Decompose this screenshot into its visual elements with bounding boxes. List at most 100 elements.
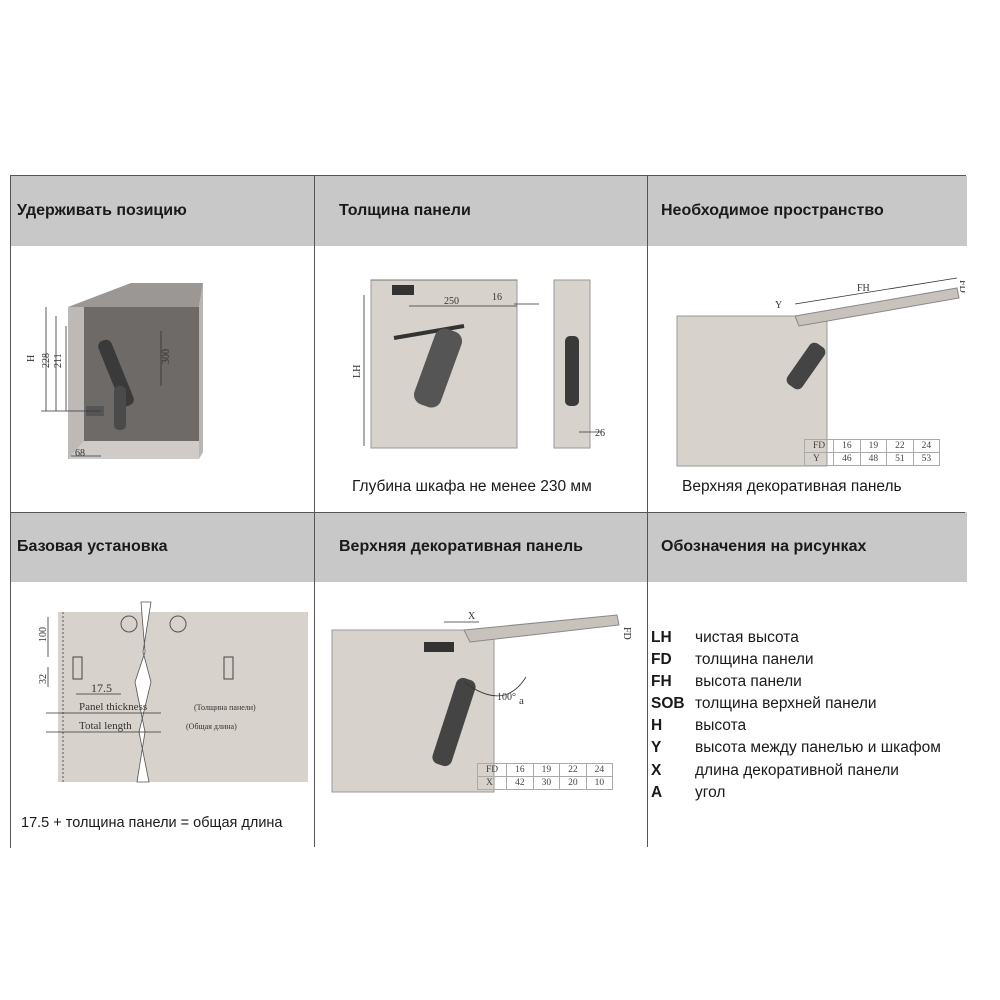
hole-1 bbox=[120, 615, 138, 633]
top-panel-illustration: 100° a X FD bbox=[331, 611, 632, 793]
lift-arm bbox=[393, 324, 465, 340]
legend-key: A bbox=[651, 783, 663, 801]
table-cell: 51 bbox=[886, 452, 914, 466]
table-row: FD 16 19 22 24 bbox=[476, 763, 614, 777]
legend-text: высота bbox=[695, 717, 747, 735]
table-cell: 53 bbox=[912, 452, 941, 466]
cell-top-decorative-panel: Верхняя декоративная панель 100° a X FD … bbox=[314, 512, 647, 849]
cabinet-bottom bbox=[68, 441, 199, 459]
table-cell: 10 bbox=[585, 776, 614, 790]
legend-key: Y bbox=[651, 739, 662, 757]
legend-text: высота между панелью и шкафом bbox=[695, 739, 941, 757]
table-cell: Y bbox=[803, 452, 835, 466]
legend-item: FD толщина панели bbox=[651, 649, 941, 671]
dim-250: 250 bbox=[444, 296, 459, 307]
grid-divider bbox=[314, 176, 315, 847]
fd-y-table: FD 16 19 22 24 Y 46 48 51 53 bbox=[803, 439, 941, 466]
cell-caption: Верхняя декоративная панель bbox=[682, 478, 902, 495]
table-cell: FD bbox=[803, 439, 835, 453]
table-row: FD 16 19 22 24 bbox=[803, 439, 941, 453]
table-cell: 48 bbox=[859, 452, 888, 466]
break-line bbox=[134, 601, 152, 783]
dim-228: 228 bbox=[41, 353, 52, 368]
dim-32: 32 bbox=[38, 674, 49, 684]
cell-title: Обозначения на рисунках bbox=[647, 512, 967, 582]
cell-body: FH FD Y FD 16 19 22 24 Y 46 48 51 53 bbox=[647, 246, 967, 512]
cell-title: Необходимое пространство bbox=[647, 176, 967, 246]
cell-legend: Обозначения на рисунках LH чистая высота … bbox=[647, 512, 967, 849]
dim-300: 300 bbox=[161, 349, 172, 364]
mount-plate-right bbox=[223, 656, 234, 680]
lift-mechanism bbox=[432, 677, 476, 767]
legend-key: FD bbox=[651, 651, 672, 669]
panel-thickness-label: Panel thickness bbox=[79, 701, 147, 713]
legend-text: толщина панели bbox=[695, 651, 814, 669]
dim-68: 68 bbox=[75, 448, 85, 459]
cabinet-panel bbox=[370, 279, 518, 449]
fd-x-table: FD 16 19 22 24 X 42 30 20 10 bbox=[476, 763, 614, 790]
cell-base-installation: Базовая установка 100 32 17.5 Panel thic… bbox=[11, 512, 314, 849]
hinge-top bbox=[392, 285, 414, 295]
dim-a: a bbox=[519, 695, 524, 707]
cell-panel-thickness: Толщина панели 250 16 LH bbox=[314, 176, 647, 512]
cell-caption: Глубина шкафа не менее 230 мм bbox=[352, 478, 592, 495]
cell-body: H 228 211 300 68 bbox=[11, 246, 314, 512]
dim-fh: FH bbox=[857, 283, 870, 294]
cabinet-top bbox=[68, 283, 203, 307]
legend-key: LH bbox=[651, 629, 672, 646]
legend-text: угол bbox=[695, 783, 726, 801]
cabinet-side-illustration: 250 16 LH 26 bbox=[352, 279, 605, 449]
table-row: X 42 30 20 10 bbox=[476, 776, 614, 790]
cell-title: Удерживать позицию bbox=[11, 176, 314, 246]
angle-arc bbox=[463, 676, 527, 697]
cabinet-panel bbox=[331, 629, 495, 793]
table-row: Y 46 48 51 53 bbox=[803, 452, 941, 466]
dim-h: H bbox=[26, 355, 37, 362]
table-cell: 22 bbox=[886, 439, 914, 453]
legend-key: SOB bbox=[651, 695, 685, 713]
cell-body: 100° a X FD FD 16 19 22 24 X 42 30 2 bbox=[314, 582, 647, 849]
hinge-top bbox=[424, 642, 454, 652]
base-installation-illustration: 100 32 17.5 Panel thickness Total length… bbox=[38, 601, 308, 783]
table-cell: 24 bbox=[585, 763, 614, 777]
cell-body: 250 16 LH 26 Глубина шкафа не менее 230 … bbox=[314, 246, 647, 512]
table-cell: 22 bbox=[559, 763, 587, 777]
instruction-sheet: Удерживать позицию H bbox=[10, 175, 967, 849]
cabinet-illustration: H 228 211 300 68 bbox=[26, 283, 203, 459]
hole-2 bbox=[169, 615, 187, 633]
table-cell: 46 bbox=[833, 452, 861, 466]
legend-item: SOB толщина верхней панели bbox=[651, 693, 941, 715]
dim-angle: 100° bbox=[497, 692, 516, 703]
table-cell: 42 bbox=[506, 776, 534, 790]
legend-item: LH чистая высота bbox=[651, 627, 941, 649]
dim-x: X bbox=[468, 611, 476, 622]
table-cell: 20 bbox=[559, 776, 587, 790]
dim-lh: LH bbox=[352, 365, 363, 378]
panel-thickness-ru-label: (Толщина панели) bbox=[194, 703, 256, 712]
dim-211: 211 bbox=[53, 353, 64, 368]
decorative-panel-open bbox=[794, 287, 960, 327]
cell-hold-position: Удерживать позицию H bbox=[11, 176, 314, 512]
cell-title: Верхняя декоративная панель bbox=[314, 512, 647, 582]
dim-17-5: 17.5 bbox=[91, 681, 112, 695]
legend-text: чистая высота bbox=[695, 629, 799, 646]
legend-key: X bbox=[651, 761, 662, 779]
mount-plate bbox=[72, 656, 83, 680]
cell-title: Толщина панели bbox=[314, 176, 647, 246]
dim-fd: FD bbox=[621, 627, 632, 640]
total-length-label: Total length bbox=[79, 720, 132, 732]
table-cell: 30 bbox=[532, 776, 561, 790]
table-cell: FD bbox=[476, 763, 508, 777]
side-mechanism bbox=[565, 336, 579, 406]
panel-board bbox=[58, 612, 308, 782]
table-cell: 24 bbox=[912, 439, 941, 453]
legend-text: длина декоративной панели bbox=[695, 761, 899, 779]
legend-text: толщина верхней панели bbox=[695, 695, 877, 713]
lift-mechanism bbox=[413, 328, 463, 408]
cabinet-side bbox=[199, 283, 203, 459]
